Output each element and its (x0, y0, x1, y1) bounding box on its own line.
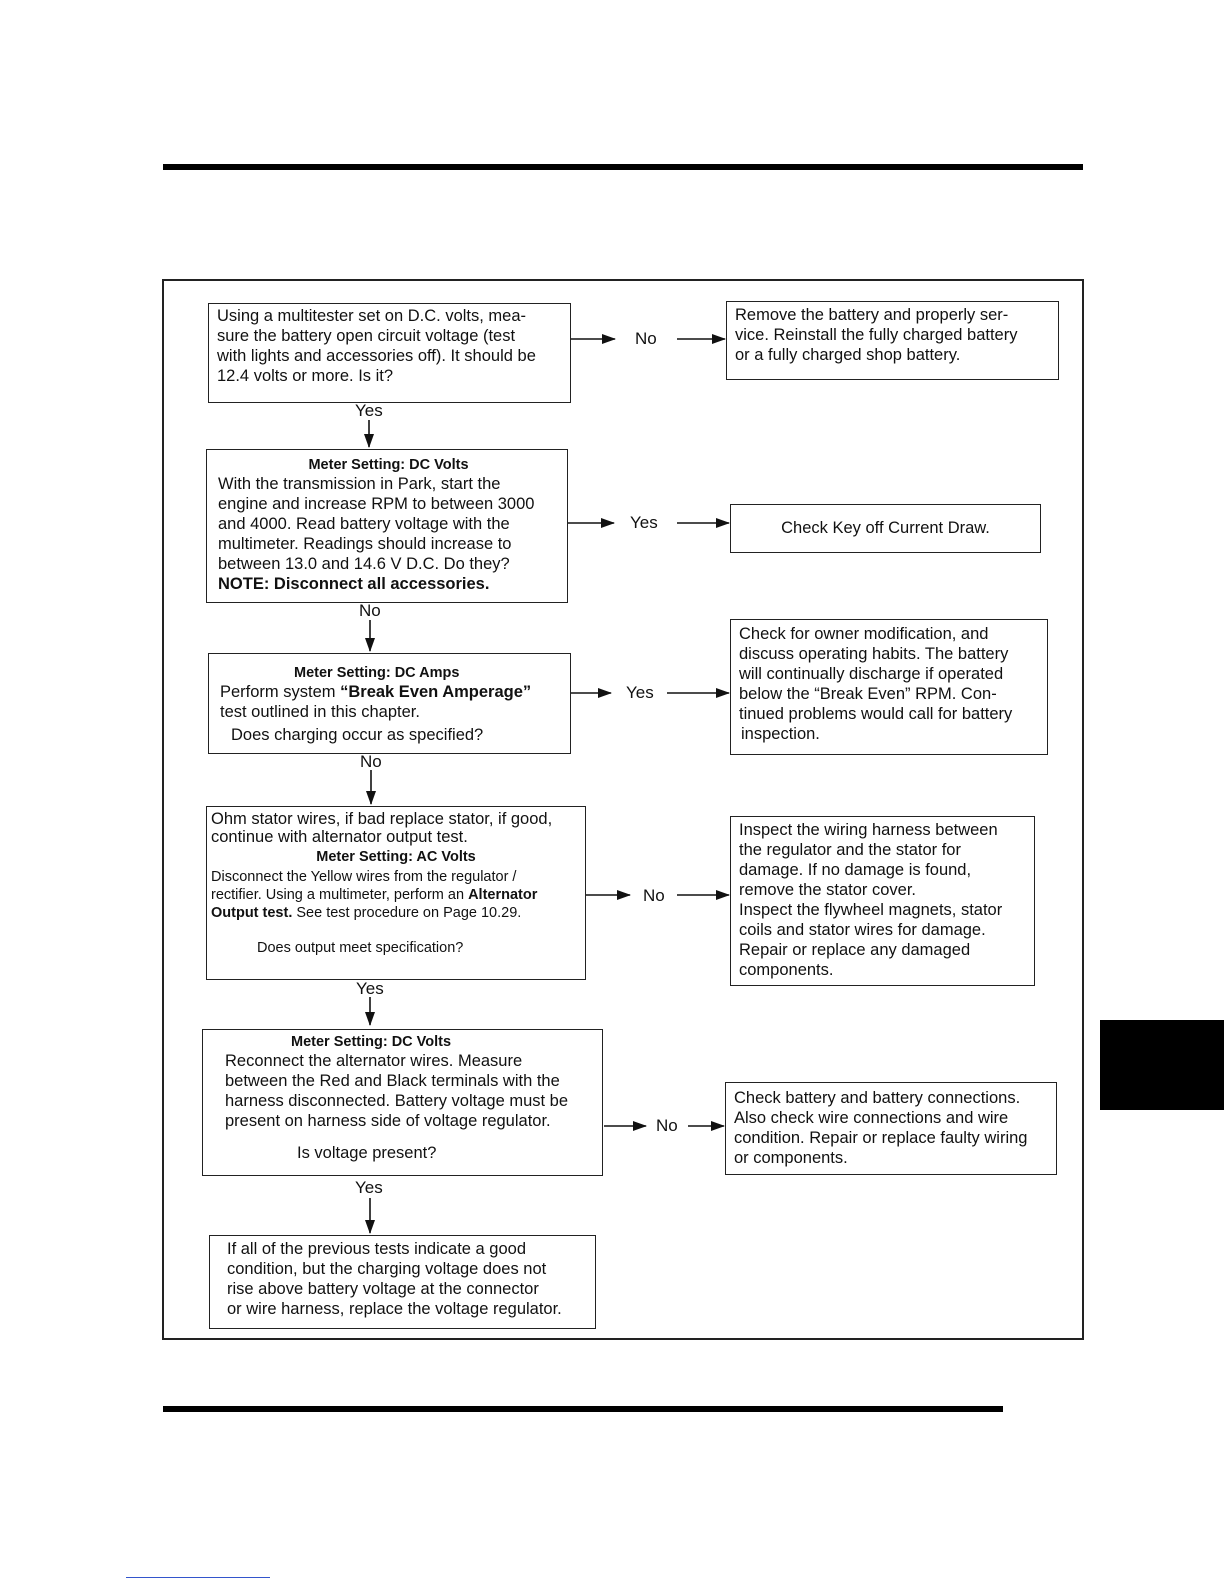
step1-line: sure the battery open circuit voltage (t… (217, 327, 516, 345)
step3-yes-action-line: below the “Break Even” RPM. Con- (739, 685, 997, 703)
chapter-tab (1100, 1020, 1224, 1110)
step1-no-label: No (635, 329, 657, 348)
step4-line2: rectifier. Using a multimeter, perform a… (211, 886, 581, 904)
step4-no-action-line: Inspect the wiring harness between (739, 821, 998, 839)
step5-line: Reconnect the alternator wires. Measure (225, 1052, 523, 1070)
step4-no-action-line: coils and stator wires for damage. (739, 921, 986, 939)
step4-no-action-line: the regulator and the stator for (739, 841, 961, 859)
step3-question: Does charging occur as specified? (231, 726, 484, 744)
step3-yes-action-line: Check for owner modification, and (739, 625, 989, 643)
step2-line: between 13.0 and 14.6 V D.C. Do they? (218, 555, 510, 573)
step6-line: If all of the previous tests indicate a … (227, 1240, 527, 1258)
step2-box: Meter Setting: DC Volts With the transmi… (206, 449, 568, 603)
step3-line1-text: Perform system (220, 683, 341, 701)
step5-no-action-box: Check battery and battery connections. A… (725, 1082, 1057, 1175)
step4-no-action-box: Inspect the wiring harness between the r… (730, 816, 1035, 986)
step6-line: condition, but the charging voltage does… (227, 1260, 547, 1278)
step6-box: If all of the previous tests indicate a … (209, 1235, 596, 1329)
step3-yes-action-line: discuss operating habits. The battery (739, 645, 1009, 663)
step1-line: Using a multitester set on D.C. volts, m… (217, 307, 527, 325)
step2-note: NOTE: Disconnect all accessories. (218, 575, 490, 593)
step4-no-action-line: remove the stator cover. (739, 881, 916, 899)
step1-line: 12.4 volts or more. Is it? (217, 367, 394, 385)
step5-no-action-line: Check battery and battery connections. (734, 1089, 1021, 1107)
step4-no-label: No (643, 886, 665, 905)
flowchart-frame (162, 279, 1084, 1340)
step2-line: With the transmission in Park, start the (218, 475, 501, 493)
step5-no-action-line: condition. Repair or replace faulty wiri… (734, 1129, 1028, 1147)
step5-no-action-line: Also check wire connections and wire (734, 1109, 1009, 1127)
step5-yes-label: Yes (355, 1178, 383, 1197)
step3-break-even-amperage: “Break Even Amperage” (340, 683, 532, 701)
step2-no-label: No (359, 601, 381, 620)
step4-meter-setting: Meter Setting: AC Volts (316, 849, 476, 865)
step4-output-test: Output test. (211, 905, 293, 921)
step3-yes-action-line: inspection. (741, 725, 820, 743)
step2-yes-action: Check Key off Current Draw. (781, 519, 990, 537)
step3-yes-action-line: tinued problems would call for battery (739, 705, 1013, 723)
step1-no-action-line: or a fully charged shop battery. (735, 346, 961, 364)
step6-line: rise above battery voltage at the connec… (227, 1280, 539, 1298)
step2-yes-action-box: Check Key off Current Draw. (730, 504, 1041, 553)
step2-yes-label: Yes (630, 513, 658, 532)
step4-alternator: Alternator (468, 887, 538, 903)
step4-intro-line: Ohm stator wires, if bad replace stator,… (211, 810, 553, 828)
step1-no-action-line: Remove the battery and properly ser- (735, 306, 1009, 324)
step3-yes-label: Yes (626, 683, 654, 702)
step3-yes-action-box: Check for owner modification, and discus… (730, 619, 1048, 755)
step2-line: engine and increase RPM to between 3000 (218, 495, 535, 513)
step4-yes-label: Yes (356, 979, 384, 998)
step4-line3: Output test. See test procedure on Page … (211, 904, 581, 922)
step1-no-action-line: vice. Reinstall the fully charged batter… (735, 326, 1018, 344)
step5-meter-setting: Meter Setting: DC Volts (291, 1034, 452, 1050)
step5-box: Meter Setting: DC Volts Reconnect the al… (202, 1029, 603, 1176)
step3-meter-setting: Meter Setting: DC Amps (294, 665, 460, 681)
step4-question: Does output meet specification? (257, 940, 464, 956)
step4-line3-text: See test procedure on Page 10.29. (292, 905, 522, 921)
step5-line: between the Red and Black terminals with… (225, 1072, 560, 1090)
step4-no-action-line: Repair or replace any damaged (739, 941, 971, 959)
step1-box: Using a multitester set on D.C. volts, m… (208, 303, 571, 403)
step3-line2: test outlined in this chapter. (220, 703, 420, 721)
step5-line: harness disconnected. Battery voltage mu… (225, 1092, 569, 1110)
step3-box: Meter Setting: DC Amps Perform system “B… (208, 653, 571, 754)
step3-line: Perform system “Break Even Amperage” (220, 682, 562, 702)
step1-line: with lights and accessories off). It sho… (217, 347, 536, 365)
step1-no-action-box: Remove the battery and properly ser- vic… (726, 301, 1059, 380)
step5-no-label: No (656, 1116, 678, 1135)
step5-no-action-line: or components. (734, 1149, 848, 1167)
top-rule (163, 164, 1083, 170)
step4-line2-text: rectifier. Using a multimeter, perform a… (211, 887, 469, 903)
step2-line: and 4000. Read battery voltage with the (218, 515, 510, 533)
step5-line: present on harness side of voltage regul… (225, 1112, 551, 1130)
step2-meter-setting: Meter Setting: DC Volts (308, 457, 469, 473)
step4-no-action-line: damage. If no damage is found, (739, 861, 972, 879)
step4-no-action-line: components. (739, 961, 834, 979)
step4-line1: Disconnect the Yellow wires from the reg… (211, 869, 517, 885)
step3-no-label: No (360, 752, 382, 771)
step4-intro-line: continue with alternator output test. (211, 828, 468, 846)
step5-question: Is voltage present? (297, 1144, 437, 1162)
step4-no-action-line: Inspect the flywheel magnets, stator (739, 901, 1003, 919)
step6-line: or wire harness, replace the voltage reg… (227, 1300, 562, 1318)
footer-link-underline (126, 1577, 270, 1578)
bottom-rule (163, 1406, 1003, 1412)
step1-yes-label: Yes (355, 401, 383, 420)
step4-box: Ohm stator wires, if bad replace stator,… (206, 806, 586, 980)
step3-yes-action-line: will continually discharge if operated (739, 665, 1004, 683)
step2-line: multimeter. Readings should increase to (218, 535, 512, 553)
